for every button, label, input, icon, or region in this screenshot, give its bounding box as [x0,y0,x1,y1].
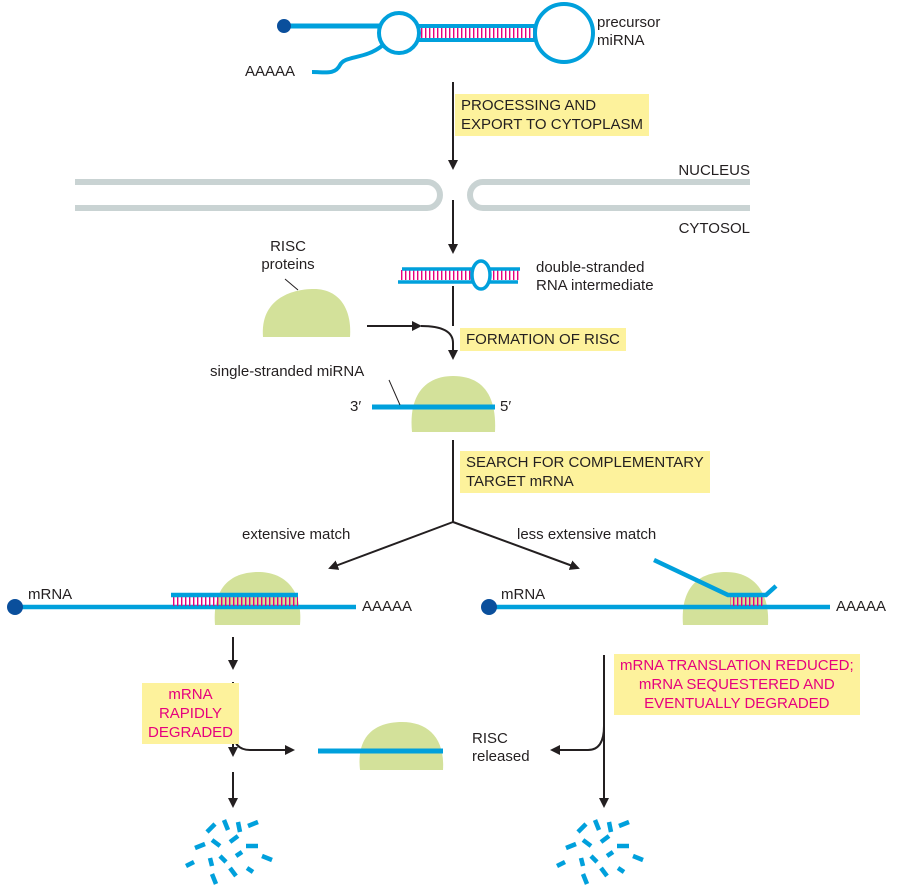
mirna-bound-right [653,557,778,598]
poly-a-tail-right-label: AAAAA [836,598,887,615]
degraded-fragments-left [184,819,273,885]
mrna-left-cap [7,599,23,615]
mrna-right-label: mRNA [501,586,546,603]
ss-mirna-label: single-stranded miRNA [210,363,365,380]
arrow-extensive [328,521,454,570]
ds-rna-intermediate [398,259,520,291]
three-prime-label: 3′ [350,398,362,415]
degraded-fragments-right [555,819,644,885]
mrna-left-label: mRNA [28,586,73,603]
precursor-base-pairs [418,28,536,38]
arrow-formation [420,325,458,360]
nuclear-envelope [75,179,750,211]
risc-proteins-leader [284,278,299,291]
left-mrna-complex [7,572,356,625]
poly-a-tail-left-label: AAAAA [362,598,413,615]
step-formation: FORMATION OF RISC [460,328,626,351]
cytosol-label: CYTOSOL [678,220,750,237]
precursor-mirna [277,2,595,75]
poly-a-tail-label-top: AAAAA [245,63,296,80]
five-prime-label: 5′ [500,398,512,415]
extensive-match-label: extensive match [242,526,351,543]
right-mrna-complex [481,557,830,625]
less-extensive-match-label: less extensive match [517,526,657,543]
mrna-right-cap [481,599,497,615]
arrow-less-extensive [452,521,580,570]
step-translation-reduced: mRNA TRANSLATION REDUCED;mRNA SEQUESTERE… [614,654,860,715]
ss-mirna-leader [388,379,401,406]
released-risc [318,722,444,770]
five-prime-cap [277,19,291,33]
risc-complex [372,376,496,432]
nucleus-label: NUCLEUS [678,162,750,179]
risc-protein-blob [262,289,351,337]
